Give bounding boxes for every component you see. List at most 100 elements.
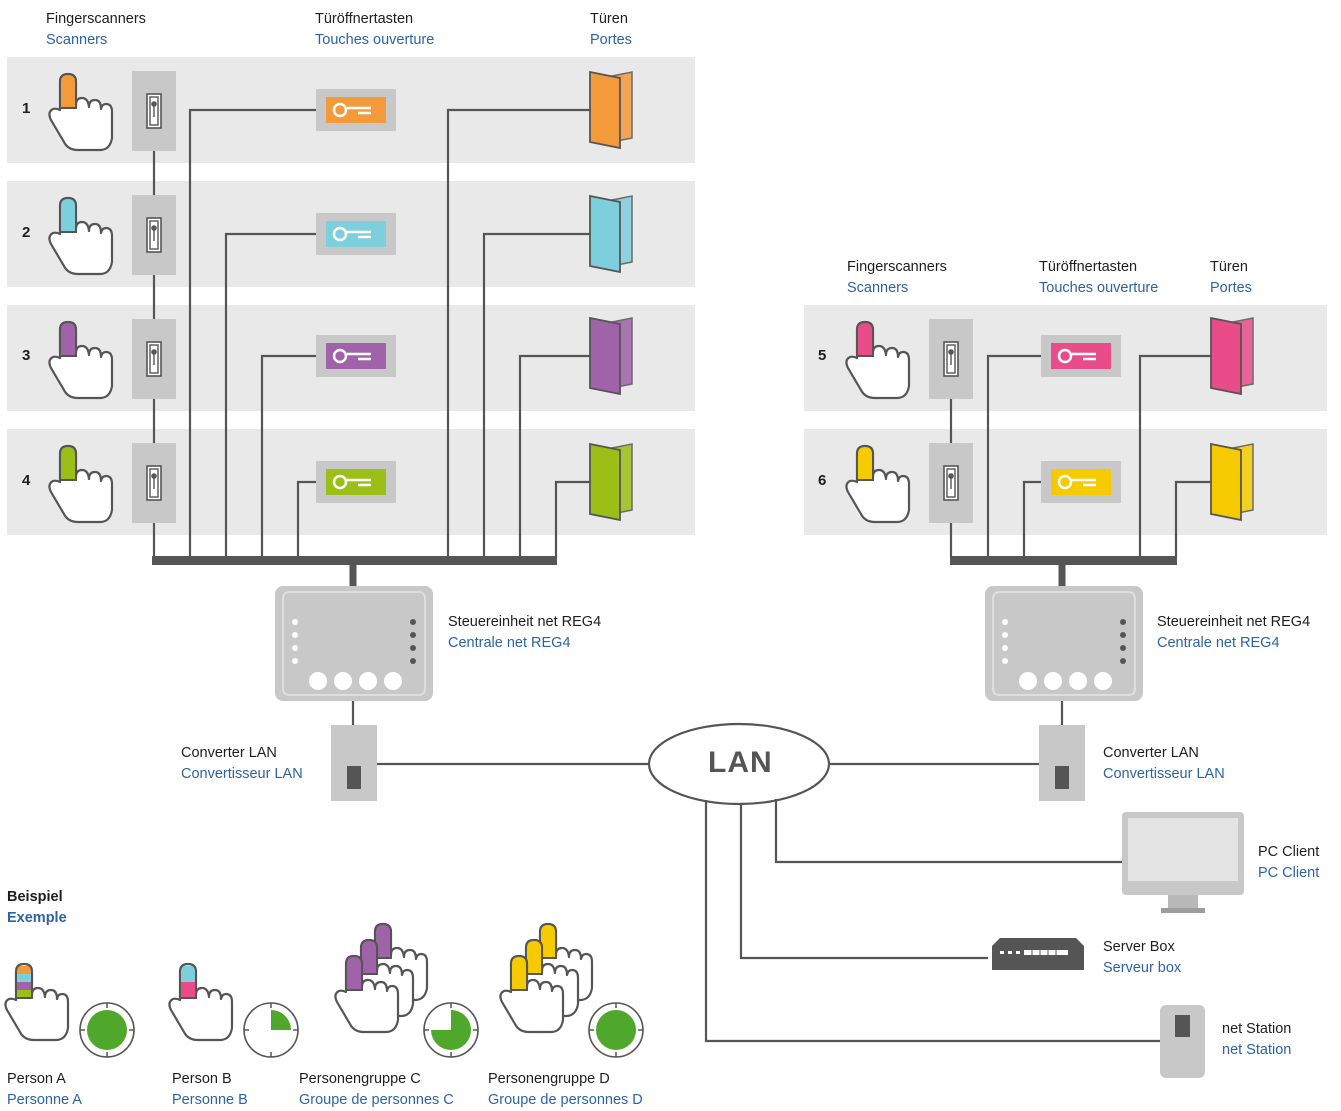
label-fr: Touches ouverture (1039, 280, 1159, 296)
label-fr: Scanners (46, 32, 108, 48)
pc-client-label: PC Client PC Client (1258, 842, 1319, 884)
label-fr: Exemple (7, 910, 67, 926)
scanner-6 (928, 442, 974, 524)
hand-5 (845, 320, 911, 400)
label-de: net Station (1222, 1021, 1292, 1037)
hand-2 (48, 196, 114, 276)
label-de: Converter LAN (1103, 745, 1199, 761)
left-doors (589, 70, 633, 522)
label-de: Beispiel (7, 889, 63, 905)
right-header-scanners: Fingerscanners Scanners (847, 257, 947, 299)
person-b-label: Person B Personne B (172, 1069, 248, 1111)
left-hands (48, 72, 114, 524)
key-2 (314, 211, 398, 257)
left-header-doors: Türen Portes (590, 9, 632, 51)
right-controller (984, 585, 1144, 702)
label-de: PC Client (1258, 844, 1320, 860)
label-fr: Serveur box (1103, 960, 1182, 976)
scanner-5 (928, 318, 974, 400)
door-6 (1210, 442, 1254, 522)
label-de: Personengruppe D (488, 1071, 610, 1087)
lan-branches (704, 799, 1160, 1043)
server-box-label: Server Box Serveur box (1103, 937, 1181, 979)
net-station-label: net Station net Station (1222, 1019, 1291, 1061)
label-de: Türen (1210, 259, 1248, 275)
row-number-1: 1 (22, 100, 31, 117)
label-fr: Groupe de personnes C (299, 1092, 454, 1108)
example-title: Beispiel Exemple (7, 887, 67, 929)
door-4 (589, 442, 633, 522)
label-fr: Centrale net REG4 (1157, 635, 1280, 651)
hand-6 (845, 444, 911, 524)
label-fr: Scanners (847, 280, 909, 296)
left-header-scanners: Fingerscanners Scanners (46, 9, 146, 51)
clock-person-b (243, 1002, 299, 1058)
row-number-5: 5 (818, 347, 827, 364)
example-person-a (4, 962, 135, 1058)
lan-ellipse (647, 722, 831, 806)
left-bus-bar (152, 556, 557, 565)
row-number-2: 2 (22, 224, 31, 241)
row-number-4: 4 (22, 472, 31, 489)
label-fr: Portes (1210, 280, 1252, 296)
example-person-b (168, 962, 299, 1058)
label-fr: Personne A (7, 1092, 82, 1108)
label-de: Türöffnertasten (1039, 259, 1138, 275)
label-de: Server Box (1103, 939, 1175, 955)
left-header-keys: Türöffnertasten Touches ouverture (315, 9, 434, 51)
hand-3 (48, 320, 114, 400)
hand-4 (48, 444, 114, 524)
person-a-label: Person A Personne A (7, 1069, 82, 1111)
label-de: Türen (590, 11, 628, 27)
key-1 (314, 87, 398, 133)
left-converter (331, 725, 377, 801)
label-de: Personengruppe C (299, 1071, 421, 1087)
clock-group-c (423, 1002, 479, 1058)
label-fr: net Station (1222, 1042, 1292, 1058)
left-keys (314, 87, 398, 505)
server-box (992, 938, 1084, 970)
row-number-6: 6 (818, 472, 827, 489)
key-4 (314, 459, 398, 505)
key-6 (1039, 459, 1123, 505)
group-d-label: Personengruppe D Groupe de personnes D (488, 1069, 643, 1111)
right-header-doors: Türen Portes (1210, 257, 1252, 299)
row-number-3: 3 (22, 347, 31, 364)
right-doors (1210, 316, 1254, 522)
door-3 (589, 316, 633, 396)
lan-label: LAN (708, 746, 773, 779)
scanner-2 (131, 194, 177, 276)
right-converter-label: Converter LAN Convertisseur LAN (1103, 743, 1225, 785)
right-header-keys: Türöffnertasten Touches ouverture (1039, 257, 1158, 299)
label-fr: Personne B (172, 1092, 248, 1108)
left-controller-label: Steuereinheit net REG4 Centrale net REG4 (448, 612, 601, 654)
group-c-label: Personengruppe C Groupe de personnes C (299, 1069, 454, 1111)
left-controller (274, 585, 434, 702)
label-de: Türöffnertasten (315, 11, 414, 27)
right-bus-bar (950, 556, 1177, 565)
door-5 (1210, 316, 1254, 396)
clock-group-d (588, 1002, 644, 1058)
label-de: Steuereinheit net REG4 (448, 614, 602, 630)
label-de: Person A (7, 1071, 66, 1087)
door-1 (589, 70, 633, 150)
label-de: Fingerscanners (847, 259, 947, 275)
right-hands (845, 320, 911, 524)
label-fr: Convertisseur LAN (1103, 766, 1225, 782)
label-de: Fingerscanners (46, 11, 146, 27)
label-de: Converter LAN (181, 745, 277, 761)
clock-person-a (79, 1002, 135, 1058)
net-station-device (1160, 1005, 1205, 1078)
right-keys (1039, 333, 1123, 505)
label-de: Person B (172, 1071, 232, 1087)
right-converter (1039, 725, 1085, 801)
label-fr: Portes (590, 32, 632, 48)
scanner-4 (131, 442, 177, 524)
scanner-3 (131, 318, 177, 400)
label-fr: Groupe de personnes D (488, 1092, 643, 1108)
key-5 (1039, 333, 1123, 379)
pc-client-monitor (1122, 812, 1244, 913)
label-fr: Centrale net REG4 (448, 635, 571, 651)
door-2 (589, 194, 633, 274)
